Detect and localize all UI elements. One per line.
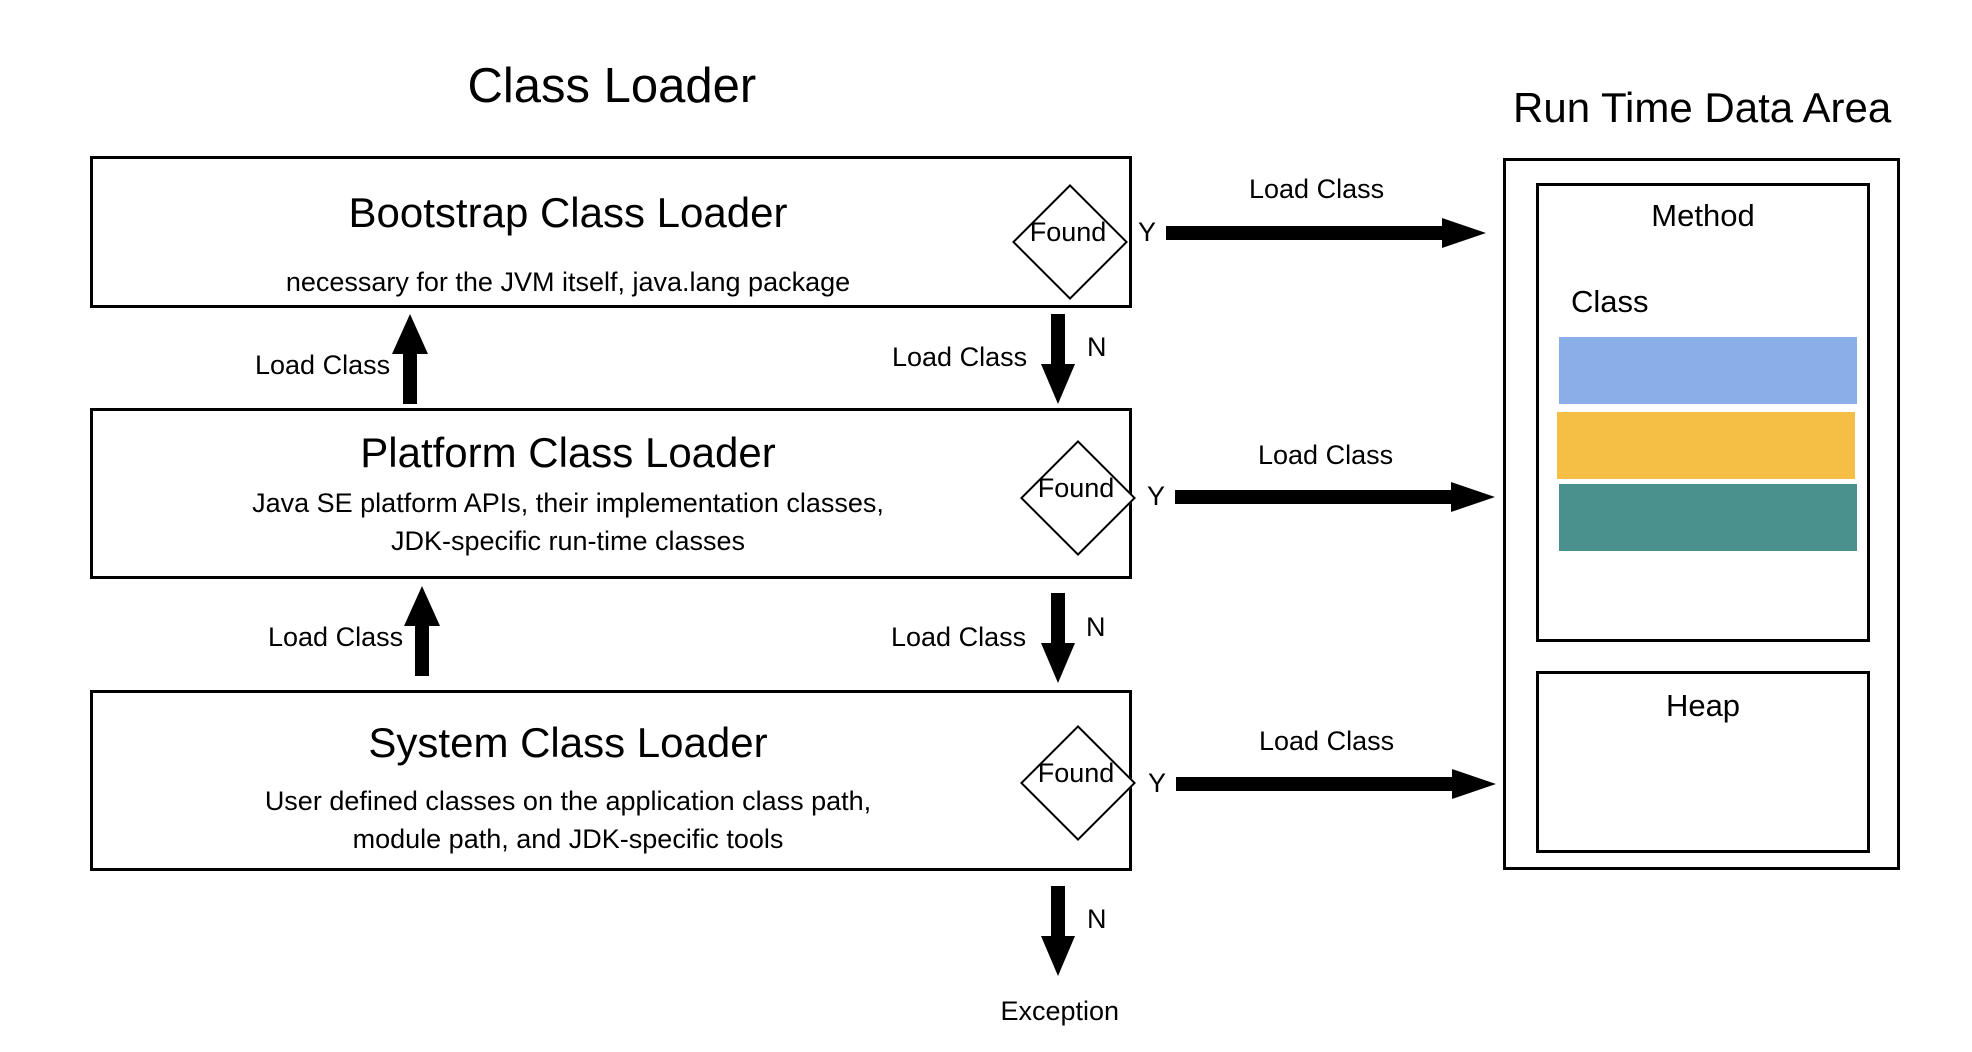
system-loader-desc-line-2: module path, and JDK-specific tools (352, 824, 784, 854)
method-area-box: Method Class (1536, 183, 1870, 642)
heap-area-box: Heap (1536, 671, 1870, 853)
load-class-label-right-2: Load Class (1258, 440, 1394, 470)
runtime-data-area-box: Method Class Heap (1503, 158, 1900, 870)
runtime-area-title: Run Time Data Area (1513, 84, 1892, 131)
bootstrap-loader-name: Bootstrap Class Loader (348, 189, 788, 236)
load-class-label-up-1: Load Class (255, 350, 391, 380)
right-arrow-platform-to-runtime (1175, 482, 1495, 512)
bootstrap-loader-desc: necessary for the JVM itself, java.lang … (285, 267, 851, 297)
load-class-label-right-3: Load Class (1259, 726, 1395, 756)
method-label: Method (1651, 198, 1755, 233)
up-arrow-system-to-platform (404, 586, 440, 676)
yes-label-1: Y (1138, 217, 1157, 247)
exception-label: Exception (1000, 996, 1120, 1026)
down-arrow-system-to-exception (1041, 886, 1075, 976)
platform-class-loader-box: Platform Class Loader Java SE platform A… (90, 408, 1136, 579)
system-loader-name: System Class Loader (368, 719, 768, 766)
down-arrow-bootstrap-to-platform (1041, 314, 1075, 404)
load-class-label-up-2: Load Class (268, 622, 404, 652)
down-arrow-platform-to-system (1041, 593, 1075, 683)
class-bar-yellow (1557, 412, 1855, 479)
no-label-2: N (1086, 612, 1106, 642)
system-class-loader-box: System Class Loader User defined classes… (90, 690, 1136, 871)
heap-label: Heap (1665, 688, 1741, 723)
load-class-label-right-1: Load Class (1249, 174, 1385, 204)
bootstrap-class-loader-box: Bootstrap Class Loader necessary for the… (90, 156, 1132, 308)
no-label-1: N (1087, 332, 1107, 362)
found-label: Found (1037, 758, 1115, 788)
no-label-3: N (1087, 904, 1107, 934)
right-arrow-bootstrap-to-runtime (1166, 218, 1486, 248)
platform-loader-desc-line-1: Java SE platform APIs, their implementat… (252, 488, 884, 518)
class-loader-title: Class Loader (467, 59, 757, 113)
system-loader-desc-line-1: User defined classes on the application … (264, 786, 872, 816)
platform-loader-desc-line-2: JDK-specific run-time classes (390, 526, 746, 556)
found-label: Found (1037, 473, 1115, 503)
load-class-label-down-2: Load Class (891, 622, 1027, 652)
platform-loader-name: Platform Class Loader (360, 429, 776, 476)
right-arrow-system-to-runtime (1176, 769, 1496, 799)
yes-label-3: Y (1148, 768, 1167, 798)
found-label: Found (1029, 217, 1107, 247)
yes-label-2: Y (1147, 481, 1166, 511)
up-arrow-platform-to-bootstrap (392, 314, 428, 404)
class-bar-teal (1559, 484, 1857, 551)
class-bar-blue (1559, 337, 1857, 404)
class-label: Class (1571, 284, 1649, 319)
load-class-label-down-1: Load Class (892, 342, 1028, 372)
